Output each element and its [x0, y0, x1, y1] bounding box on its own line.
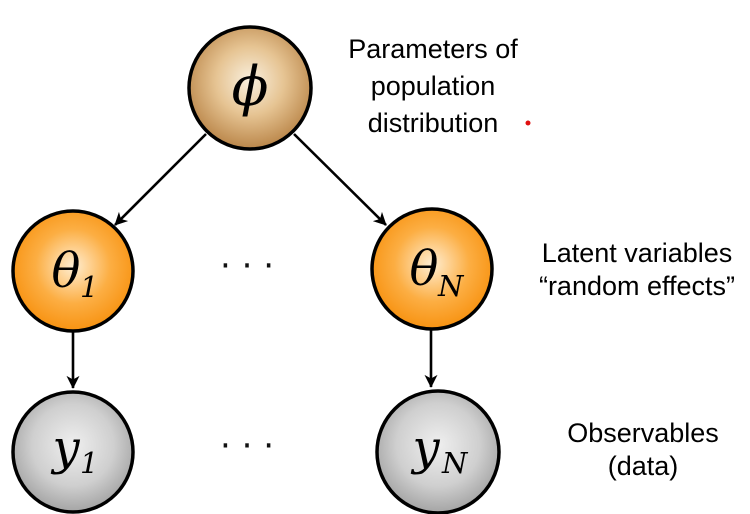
edge-phi-to-theta1: [114, 133, 207, 226]
annotation-phi: Parameters of population distribution: [348, 34, 531, 138]
node-theta1-symbol: θ: [52, 243, 81, 299]
node-theta1-subscript: 1: [80, 270, 98, 304]
annotation-phi-line2: population: [371, 71, 496, 101]
node-thetaN-subscript: N: [437, 269, 465, 303]
edge-phi-to-thetaN: [293, 133, 387, 226]
annotation-theta-line1: Latent variables: [542, 238, 733, 268]
node-theta1-circle: [11, 209, 135, 333]
node-phi: ϕ: [187, 25, 313, 151]
annotation-phi-line3: distribution: [368, 108, 499, 138]
annotation-phi-line1: Parameters of: [348, 34, 518, 64]
node-yN-symbol: y: [410, 420, 440, 476]
annotation-theta: Latent variables “random effects”: [539, 238, 735, 301]
node-yN-circle: [375, 389, 501, 514]
ellipsis-latent-row: · · ·: [220, 246, 274, 286]
node-yN-subscript: N: [441, 446, 469, 480]
annotation-y: Observables (data): [567, 418, 719, 481]
node-thetaN-circle: [370, 207, 494, 331]
annotation-theta-line2: “random effects”: [539, 271, 735, 301]
node-y1: y 1: [11, 390, 135, 514]
node-y1-symbol: y: [50, 420, 80, 476]
node-thetaN-symbol: θ: [410, 241, 439, 297]
node-phi-circle: [187, 25, 313, 151]
red-dot: [525, 120, 531, 126]
node-theta1: θ 1: [11, 209, 135, 333]
annotation-y-line2: (data): [608, 451, 679, 481]
node-y1-circle: [11, 390, 135, 514]
node-phi-symbol: ϕ: [232, 55, 269, 118]
node-y1-subscript: 1: [80, 446, 98, 480]
node-yN: y N: [375, 389, 501, 514]
ellipsis-observable-row: · · ·: [220, 426, 274, 466]
node-thetaN: θ N: [370, 207, 494, 331]
annotation-y-line1: Observables: [567, 418, 719, 448]
